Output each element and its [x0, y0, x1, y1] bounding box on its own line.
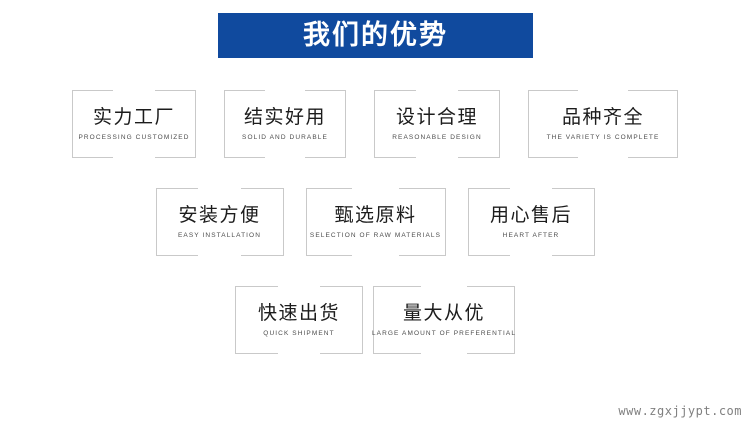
frame-edge-top-right-icon: [320, 286, 363, 287]
feature-title-cn: 实力工厂: [92, 106, 175, 129]
feature-subtitle-en: SELECTION OF RAW MATERIALS: [309, 231, 442, 239]
frame-edge-bottom-right-icon: [467, 353, 515, 354]
frame-edge-top-left-icon: [224, 90, 265, 91]
feature-title-cn: 量大从优: [402, 302, 485, 325]
frame-edge-bottom-left-icon: [528, 157, 579, 158]
feature-title-cn: 用心售后: [489, 204, 572, 227]
feature-box-easy-installation[interactable]: 安装方便 EASY INSTALLATION: [155, 188, 284, 256]
frame-edge-top-left-icon: [373, 286, 421, 287]
feature-subtitle-en: EASY INSTALLATION: [178, 231, 261, 239]
feature-row-3: 快速出货 QUICK SHIPMENT 量大从优 LARGE AMOUNT OF…: [0, 286, 750, 354]
frame-edge-bottom-right-icon: [552, 255, 595, 256]
frame-edge-bottom-right-icon: [320, 353, 363, 354]
frame-edge-top-left-icon: [155, 188, 199, 189]
frame-edge-bottom-right-icon: [398, 255, 446, 256]
feature-box-solid-and-durable[interactable]: 结实好用 SOLID AND DURABLE: [224, 90, 346, 158]
feature-title-cn: 结实好用: [243, 106, 326, 129]
frame-edge-bottom-left-icon: [235, 353, 278, 354]
frame-edge-top-left-icon: [305, 188, 353, 189]
frame-edge-top-right-icon: [398, 188, 446, 189]
frame-edge-bottom-left-icon: [155, 255, 199, 256]
feature-title-cn: 快速出货: [257, 302, 340, 325]
frame-edge-top-left-icon: [467, 188, 510, 189]
frame-edge-top-left-icon: [72, 90, 114, 91]
frame-edge-bottom-left-icon: [373, 353, 421, 354]
frame-edge-top-left-icon: [374, 90, 417, 91]
frame-edge-bottom-right-icon: [240, 255, 284, 256]
feature-title-cn: 品种齐全: [561, 106, 644, 129]
frame-edge-top-right-icon: [457, 90, 500, 91]
frame-edge-bottom-left-icon: [305, 255, 353, 256]
feature-title-cn: 甄选原料: [334, 204, 417, 227]
page-title: 我们的优势: [303, 20, 448, 51]
frame-edge-top-right-icon: [240, 188, 284, 189]
frame-edge-bottom-left-icon: [374, 157, 417, 158]
feature-title-cn: 安装方便: [178, 204, 261, 227]
frame-edge-bottom-right-icon: [305, 157, 346, 158]
feature-box-reasonable-design[interactable]: 设计合理 REASONABLE DESIGN: [374, 90, 500, 158]
frame-edge-bottom-right-icon: [154, 157, 196, 158]
feature-subtitle-en: THE VARIETY IS COMPLETE: [546, 133, 660, 141]
feature-box-heart-after[interactable]: 用心售后 HEART AFTER: [467, 188, 595, 256]
frame-edge-top-left-icon: [528, 90, 579, 91]
site-watermark: www.zgxjjypt.com: [618, 404, 742, 418]
feature-subtitle-en: SOLID AND DURABLE: [242, 133, 328, 141]
feature-row-1: 实力工厂 PROCESSING CUSTOMIZED 结实好用 SOLID AN…: [0, 90, 750, 158]
feature-box-variety-is-complete[interactable]: 品种齐全 THE VARIETY IS COMPLETE: [528, 90, 678, 158]
feature-title-cn: 设计合理: [395, 106, 478, 129]
frame-edge-top-right-icon: [154, 90, 196, 91]
frame-edge-top-right-icon: [552, 188, 595, 189]
feature-subtitle-en: HEART AFTER: [502, 231, 560, 239]
frame-edge-top-left-icon: [235, 286, 278, 287]
feature-subtitle-en: REASONABLE DESIGN: [392, 133, 482, 141]
frame-edge-bottom-right-icon: [627, 157, 678, 158]
feature-box-selection-of-raw-materials[interactable]: 甄选原料 SELECTION OF RAW MATERIALS: [305, 188, 446, 256]
frame-edge-bottom-right-icon: [457, 157, 500, 158]
page-title-banner: 我们的优势: [218, 13, 533, 58]
feature-box-quick-shipment[interactable]: 快速出货 QUICK SHIPMENT: [235, 286, 363, 354]
feature-box-large-amount-of-preferential[interactable]: 量大从优 LARGE AMOUNT OF PREFERENTIAL: [371, 286, 517, 354]
frame-edge-top-right-icon: [467, 286, 515, 287]
feature-subtitle-en: QUICK SHIPMENT: [263, 329, 335, 337]
frame-edge-top-right-icon: [627, 90, 678, 91]
frame-edge-bottom-left-icon: [467, 255, 510, 256]
feature-box-processing-customized[interactable]: 实力工厂 PROCESSING CUSTOMIZED: [72, 90, 196, 158]
frame-edge-bottom-left-icon: [224, 157, 265, 158]
frame-edge-bottom-left-icon: [72, 157, 114, 158]
frame-edge-top-right-icon: [305, 90, 346, 91]
feature-subtitle-en: PROCESSING CUSTOMIZED: [78, 133, 190, 141]
feature-subtitle-en: LARGE AMOUNT OF PREFERENTIAL: [371, 329, 517, 337]
feature-row-2: 安装方便 EASY INSTALLATION 甄选原料 SELECTION OF…: [0, 188, 750, 256]
